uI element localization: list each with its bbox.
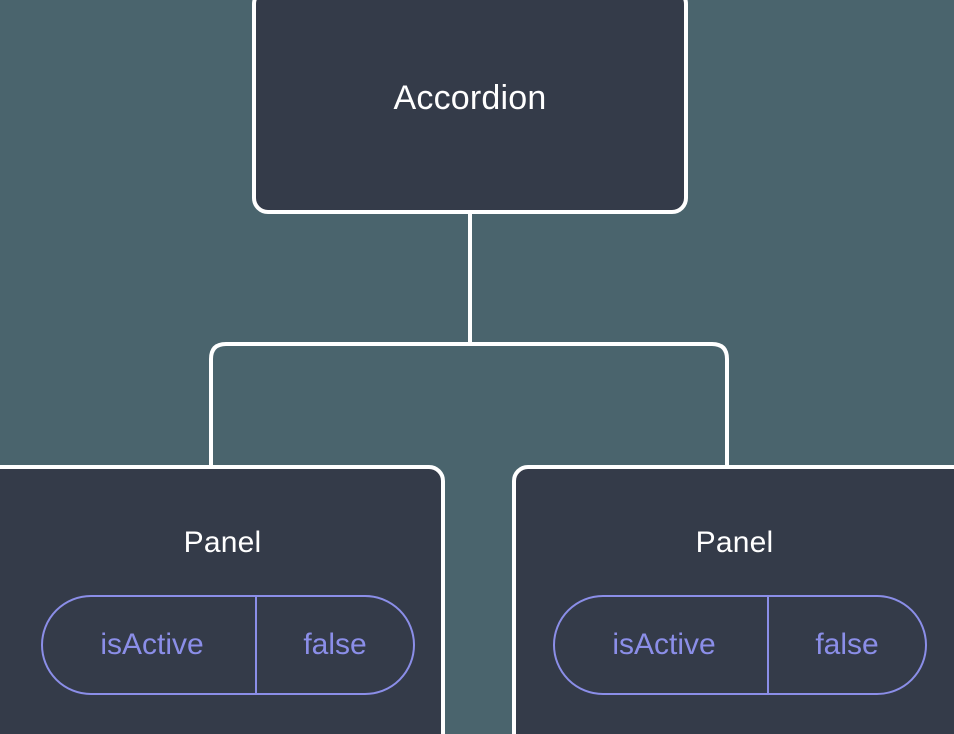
node-panel-right-label: Panel	[695, 526, 774, 559]
node-accordion-label: Accordion	[393, 79, 547, 117]
prop-key-left: isActive	[100, 628, 204, 661]
prop-divider-right	[767, 597, 769, 693]
node-panel-left[interactable]: Panel isActive false	[0, 465, 445, 734]
prop-pill-isactive-right[interactable]: isActive false	[553, 595, 927, 695]
prop-divider-left	[255, 597, 257, 693]
prop-key-right: isActive	[612, 628, 716, 661]
node-panel-left-label: Panel	[183, 526, 262, 559]
node-accordion[interactable]: Accordion	[252, 0, 688, 214]
prop-value-left: false	[303, 628, 367, 661]
prop-value-right: false	[815, 628, 879, 661]
edge-bus-to-panel-right	[470, 342, 729, 467]
edge-bus-to-panel-left	[209, 342, 470, 467]
prop-pill-isactive-left[interactable]: isActive false	[41, 595, 415, 695]
node-panel-right[interactable]: Panel isActive false	[512, 465, 954, 734]
